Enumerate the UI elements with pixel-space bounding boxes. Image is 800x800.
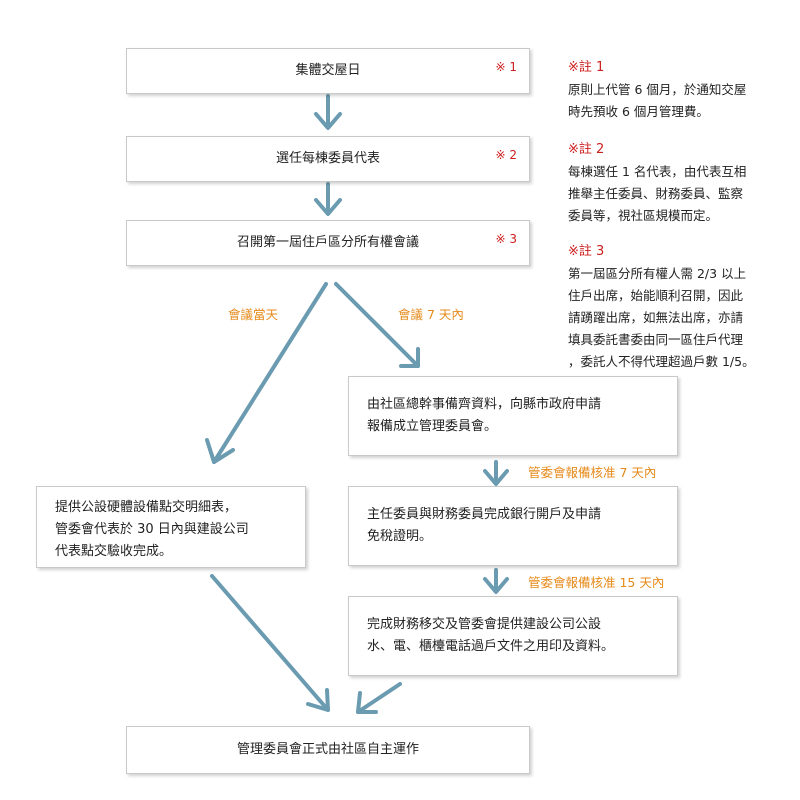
- arrow-b5-b6-head: [483, 577, 509, 594]
- note-2-title: ※註 2: [568, 142, 605, 157]
- note-3: ※註 3 第一屆區分所有權人需 2/3 以上 住戶出席，始能順利召開，因此 請踴…: [568, 240, 783, 373]
- note-2-line-1: 每棟選任 1 名代表，由代表互相: [568, 164, 747, 179]
- arrow-b1-b2-head: [314, 112, 342, 130]
- arrow-b3-b4-head: [399, 347, 420, 368]
- label-approve-7-days: 管委會報備核准 7 天內: [528, 465, 657, 480]
- note-mark-3: ※ 3: [495, 232, 517, 246]
- step-bank-account-line-2: 免稅證明。: [367, 529, 433, 544]
- step-first-meeting: 召開第一屆住戶區分所有權會議 ※ 3: [126, 220, 530, 266]
- note-mark-1: ※ 1: [495, 60, 517, 74]
- step-facility-inspection-line-3: 代表點交驗收完成。: [55, 544, 173, 559]
- step-finance-handover: 完成財務移交及管委會提供建設公司公設 水、電、櫃檯電話過戶文件之用印及資料。: [348, 596, 678, 676]
- arrow-b4-b5-head: [483, 469, 509, 486]
- arrow-b3-b4: [334, 282, 420, 368]
- note-3-line-3: 請踴躍出席，如無法出席，亦請: [568, 310, 744, 325]
- note-3-line-1: 第一屆區分所有權人需 2/3 以上: [568, 266, 747, 281]
- step-register-committee: 由社區總幹事備齊資料，向縣市政府申請 報備成立管理委員會。: [348, 376, 678, 456]
- step-bank-account-line-1: 主任委員與財務委員完成銀行開戶及申請: [367, 507, 602, 522]
- arrow-b3-b7-head: [205, 438, 235, 464]
- note-1-line-2: 時先預收 6 個月管理費。: [568, 104, 709, 119]
- arrow-b2-b3-head: [314, 198, 342, 216]
- note-3-line-4: 填具委託書委由同一區住戶代理: [568, 332, 744, 347]
- note-mark-2: ※ 2: [495, 148, 517, 162]
- note-2-line-2: 推舉主任委員、財務委員、監察: [568, 186, 744, 201]
- arrow-b7-b8-head: [306, 688, 330, 712]
- step-first-meeting-label: 召開第一屆住戶區分所有權會議: [236, 235, 419, 250]
- note-3-line-5: ，委託人不得代理超過戶數 1/5。: [568, 354, 755, 369]
- step-facility-inspection-line-2: 管委會代表於 30 日內與建設公司: [55, 522, 249, 537]
- arrow-b6-b8-head: [356, 691, 378, 714]
- step-facility-inspection: 提供公設硬體設備點交明細表， 管委會代表於 30 日內與建設公司 代表點交驗收完…: [36, 486, 306, 568]
- arrow-b7-b8: [210, 574, 330, 712]
- note-2-line-3: 委員等，視社區規模而定。: [568, 208, 719, 223]
- note-1-line-1: 原則上代管 6 個月，於通知交屋: [568, 82, 747, 97]
- step-register-committee-line-2: 報備成立管理委員會。: [367, 419, 498, 434]
- note-1: ※註 1 原則上代管 6 個月，於通知交屋 時先預收 6 個月管理費。: [568, 56, 783, 123]
- step-move-in-day: 集體交屋日 ※ 1: [126, 48, 530, 94]
- step-finance-handover-line-2: 水、電、櫃檯電話過戶文件之用印及資料。: [367, 639, 615, 654]
- step-finance-handover-line-1: 完成財務移交及管委會提供建設公司公設: [367, 617, 602, 632]
- step-register-committee-line-1: 由社區總幹事備齊資料，向縣市政府申請: [367, 397, 602, 412]
- step-facility-inspection-line-1: 提供公設硬體設備點交明細表，: [55, 500, 238, 515]
- step-bank-account: 主任委員與財務委員完成銀行開戶及申請 免稅證明。: [348, 486, 678, 566]
- label-approve-15-days: 管委會報備核准 15 天內: [528, 575, 665, 590]
- note-1-title: ※註 1: [568, 60, 605, 75]
- arrow-b6-b8: [356, 682, 402, 714]
- arrow-b3-b7: [212, 282, 328, 464]
- step-self-governance: 管理委員會正式由社區自主運作: [126, 726, 530, 774]
- label-same-day: 會議當天: [228, 307, 279, 322]
- note-3-title: ※註 3: [568, 244, 605, 259]
- step-self-governance-label: 管理委員會正式由社區自主運作: [236, 742, 419, 757]
- step-elect-representatives: 選任每棟委員代表 ※ 2: [126, 136, 530, 182]
- step-elect-representatives-label: 選任每棟委員代表: [275, 151, 380, 166]
- label-within-7-days: 會議 7 天內: [398, 307, 464, 322]
- note-3-line-2: 住戶出席，始能順利召開，因此: [568, 288, 744, 303]
- step-move-in-day-label: 集體交屋日: [295, 63, 361, 78]
- note-2: ※註 2 每棟選任 1 名代表，由代表互相 推舉主任委員、財務委員、監察 委員等…: [568, 138, 783, 227]
